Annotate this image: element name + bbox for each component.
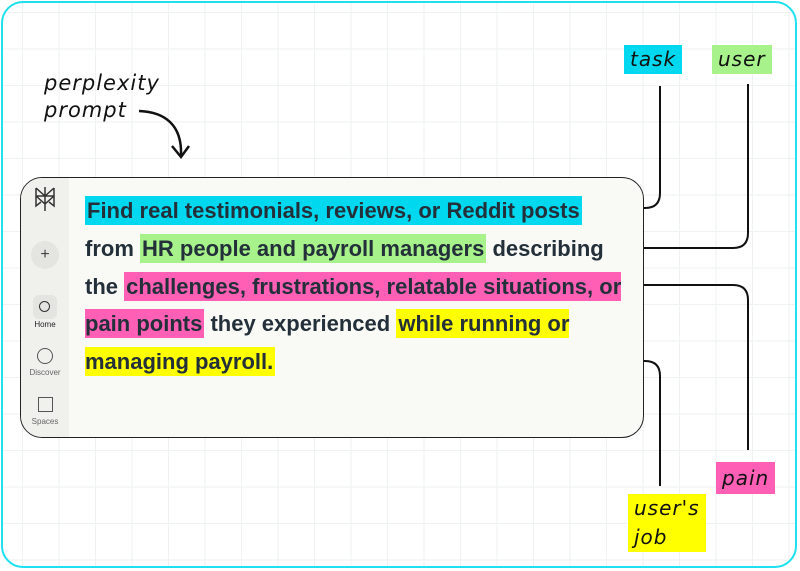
- label-pain: pain: [716, 462, 776, 494]
- sidebar: + Home Discover Spaces: [21, 178, 69, 437]
- sidebar-item-label: Spaces: [31, 417, 59, 426]
- new-thread-button[interactable]: +: [31, 241, 59, 269]
- globe-icon: [37, 348, 53, 364]
- sidebar-item-home[interactable]: Home: [21, 295, 69, 329]
- sidebar-item-label: Home: [34, 320, 56, 329]
- prompt-text-segment: they experienced: [210, 311, 391, 337]
- prompt-text-segment: describing the: [85, 235, 604, 299]
- annotation-perplexity-prompt: perplexity prompt: [44, 70, 160, 124]
- user-connector: [632, 84, 749, 249]
- perplexity-logo-icon: [35, 187, 55, 211]
- annotation-arrow: [138, 109, 183, 156]
- search-icon: [33, 295, 57, 319]
- annotation-line: perplexity: [44, 71, 160, 95]
- prompt-text: Find real testimonials, reviews, or Redd…: [85, 192, 625, 381]
- spaces-icon: [37, 397, 53, 412]
- highlight-user: HR people and payroll managers: [140, 233, 487, 263]
- label-user: user: [712, 45, 772, 74]
- sidebar-item-discover[interactable]: Discover: [21, 348, 69, 377]
- perplexity-prompt-card: + Home Discover Spaces Find real testimo…: [20, 177, 644, 438]
- sidebar-item-label: Discover: [29, 368, 61, 377]
- label-task: task: [624, 45, 683, 74]
- task-connector: [591, 86, 661, 209]
- prompt-text-segment: from: [85, 235, 134, 261]
- job-connector: [591, 360, 661, 486]
- sidebar-item-spaces[interactable]: Spaces: [21, 397, 69, 426]
- annotation-line: prompt: [44, 98, 127, 122]
- arrow-head: [171, 145, 191, 160]
- pain-connector: [632, 284, 749, 450]
- label-users-job: user's job: [628, 494, 706, 552]
- highlight-task: Find real testimonials, reviews, or Redd…: [85, 196, 582, 225]
